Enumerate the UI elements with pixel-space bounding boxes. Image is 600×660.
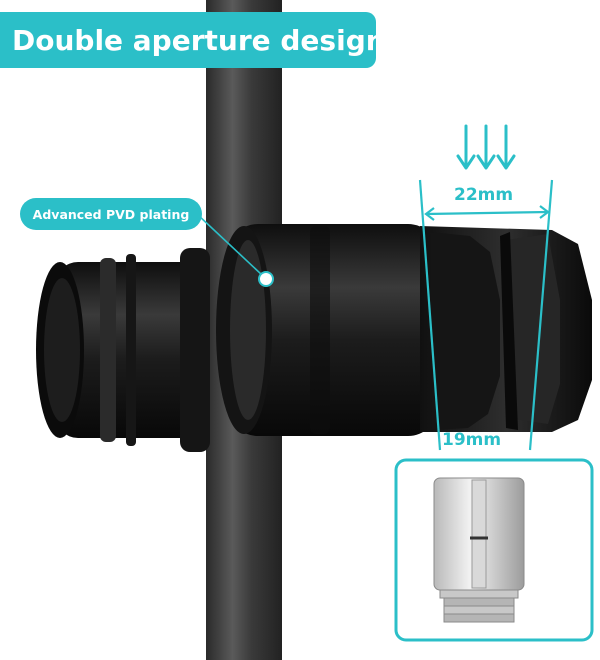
title-banner: Double aperture design [0,12,386,68]
left-base [36,248,210,452]
down-arrows-icon [456,124,516,170]
bottom-width-label: 19mm [442,430,502,450]
pvd-plating-callout: Advanced PVD plating [20,198,202,230]
holder-body [216,224,438,436]
callout-label: Advanced PVD plating [32,206,190,222]
clip-head [420,226,592,432]
clip-detail-icon [394,458,594,642]
measurement-line-icon [418,179,554,451]
callout-pointer-icon [258,271,274,287]
top-width-label: 22mm [454,185,514,205]
page-title: Double aperture design [12,23,386,57]
callout-leader-line [197,214,263,276]
